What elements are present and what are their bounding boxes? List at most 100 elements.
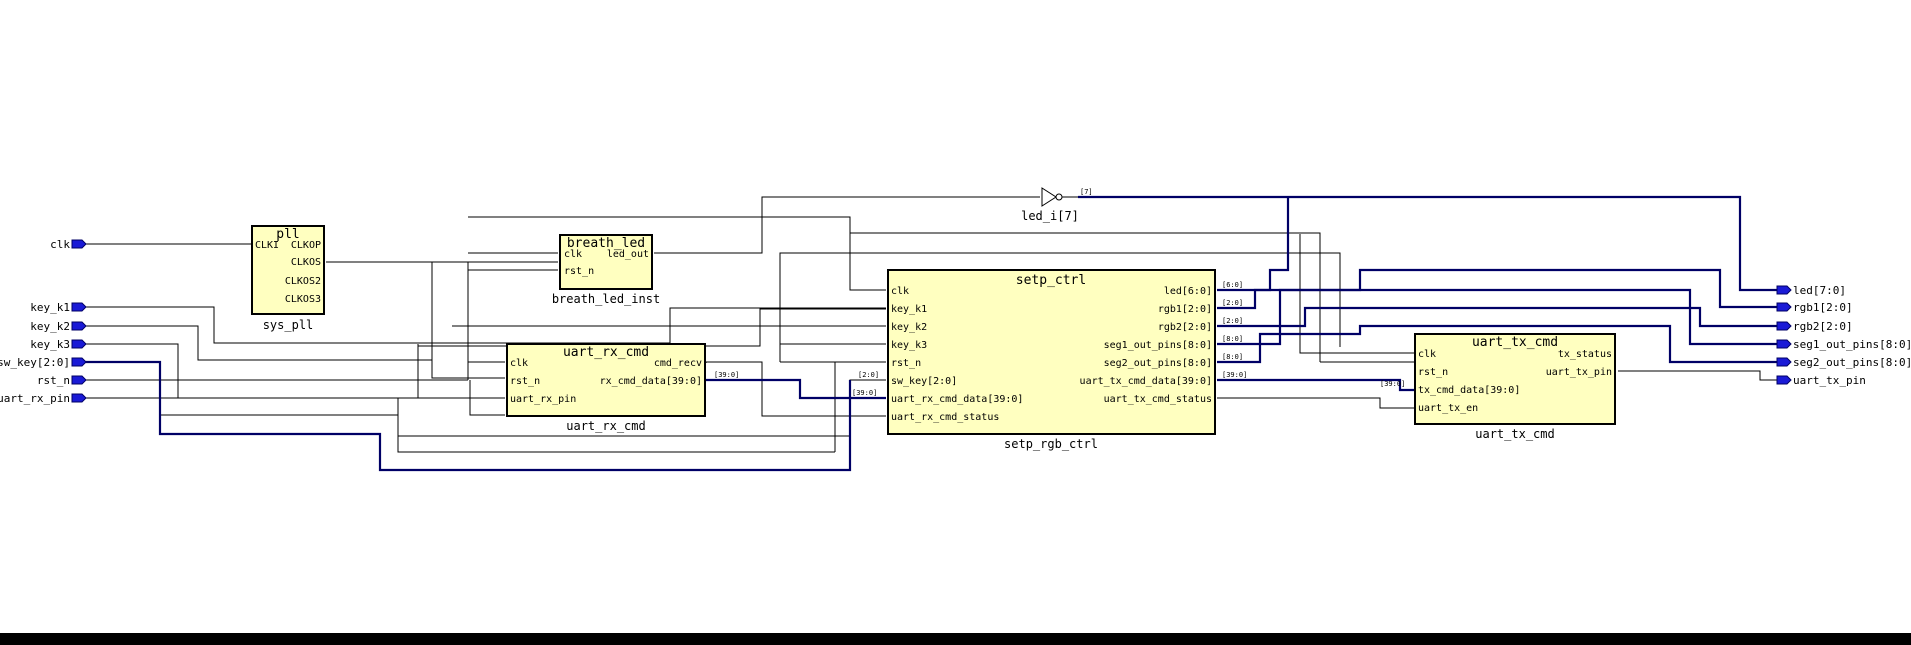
port-label: uart_rx_pin — [0, 392, 70, 405]
port-sw-key[interactable]: sw_key[2:0] — [0, 356, 87, 369]
io-port-icon — [1776, 339, 1792, 349]
bus-width-label: [2:0] — [1222, 317, 1243, 325]
io-port-icon — [71, 321, 87, 331]
io-port-icon — [1776, 321, 1792, 331]
port-label: rgb1[2:0] — [1793, 301, 1853, 314]
port-label: key_k1 — [30, 301, 70, 314]
pin-label: led[6:0] — [1164, 286, 1212, 297]
block-title: pll — [276, 227, 299, 242]
bus-width-label: [39:0] — [1380, 380, 1405, 388]
port-rgb2[interactable]: rgb2[2:0] — [1776, 320, 1853, 333]
pin-label: rst_n — [564, 266, 594, 277]
block-pll[interactable]: pll CLKI CLKOP CLKOS CLKOS2 CLKOS3 sys_p… — [251, 225, 325, 332]
pin-label: sw_key[2:0] — [891, 376, 957, 387]
inverter-bubble — [1055, 193, 1063, 201]
pin-label: key_k2 — [891, 322, 927, 333]
pin-label: tx_status — [1558, 349, 1612, 360]
port-seg1-out-pins[interactable]: seg1_out_pins[8:0] — [1776, 338, 1911, 351]
io-port-icon — [71, 357, 87, 367]
pin-label: uart_tx_cmd_status — [1104, 394, 1212, 405]
port-uart-tx-pin[interactable]: uart_tx_pin — [1776, 374, 1866, 387]
input-ports: clk key_k1 key_k2 key_k3 sw_key[2:0] rst… — [0, 238, 87, 405]
port-label: key_k2 — [30, 320, 70, 333]
output-ports: led[7:0] rgb1[2:0] rgb2[2:0] seg1_out_pi… — [1776, 284, 1911, 387]
instance-label: setp_rgb_ctrl — [1004, 437, 1098, 451]
io-port-icon — [71, 393, 87, 403]
block-setp-ctrl[interactable]: setp_ctrl clk key_k1 key_k2 key_k3 rst_n… — [887, 269, 1216, 451]
pin-label: key_k1 — [891, 304, 927, 315]
port-rgb1[interactable]: rgb1[2:0] — [1776, 301, 1853, 314]
io-port-icon — [1776, 302, 1792, 312]
pin-label: CLKOS3 — [285, 294, 321, 305]
inverter-led-i7[interactable]: led_i[7] [7] — [1021, 187, 1093, 223]
instance-label: breath_led_inst — [552, 292, 660, 306]
pin-label: CLKOS — [291, 257, 321, 268]
port-seg2-out-pins[interactable]: seg2_out_pins[8:0] — [1776, 356, 1911, 369]
io-port-icon — [71, 375, 87, 385]
io-port-icon — [1776, 357, 1792, 367]
bus-width-label: [2:0] — [858, 371, 879, 379]
io-port-icon — [1776, 285, 1792, 295]
pin-label: CLKOP — [291, 240, 321, 251]
port-label: rgb2[2:0] — [1793, 320, 1853, 333]
port-label: seg1_out_pins[8:0] — [1793, 338, 1911, 351]
bus-width-label: [39:0] — [1222, 371, 1247, 379]
port-label: clk — [50, 238, 70, 251]
pin-label: clk — [891, 286, 909, 297]
port-clk[interactable]: clk — [50, 238, 87, 251]
port-key-k3[interactable]: key_k3 — [30, 338, 87, 351]
port-label: rst_n — [37, 374, 70, 387]
block-uart-tx-cmd[interactable]: uart_tx_cmd clk rst_n tx_cmd_data[39:0] … — [1414, 333, 1616, 441]
bottom-bar — [0, 633, 1911, 645]
pin-label: rgb2[2:0] — [1158, 322, 1212, 333]
pin-label: rst_n — [510, 376, 540, 387]
io-port-icon — [71, 339, 87, 349]
pin-label: clk — [1418, 349, 1436, 360]
pin-label: uart_rx_cmd_data[39:0] — [891, 394, 1023, 405]
port-key-k1[interactable]: key_k1 — [30, 301, 87, 314]
buses — [84, 195, 1777, 472]
bus-width-label: [7] — [1080, 188, 1093, 196]
pin-label: CLKOS2 — [285, 276, 321, 287]
block-uart-rx-cmd[interactable]: uart_rx_cmd clk rst_n uart_rx_pin cmd_re… — [506, 343, 706, 433]
pin-label: uart_rx_cmd_status — [891, 412, 999, 423]
block-title: breath_led — [567, 236, 645, 251]
port-label: led[7:0] — [1793, 284, 1846, 297]
pin-label: clk — [564, 249, 582, 260]
pin-label: rgb1[2:0] — [1158, 304, 1212, 315]
pin-label: seg1_out_pins[8:0] — [1104, 340, 1212, 351]
pin-label: uart_tx_cmd_data[39:0] — [1080, 376, 1212, 387]
port-led[interactable]: led[7:0] — [1776, 284, 1846, 297]
io-port-icon — [71, 302, 87, 312]
bus-width-label: [39:0] — [714, 371, 739, 379]
instance-label: uart_tx_cmd — [1475, 427, 1554, 441]
port-label: seg2_out_pins[8:0] — [1793, 356, 1911, 369]
pin-label: cmd_recv — [654, 358, 702, 369]
pin-label: rst_n — [1418, 367, 1448, 378]
pin-label: uart_tx_pin — [1546, 367, 1612, 378]
inverter-icon — [1041, 187, 1057, 207]
port-rst-n[interactable]: rst_n — [37, 374, 87, 387]
io-port-icon — [71, 239, 87, 249]
pin-label: uart_tx_en — [1418, 403, 1478, 414]
instance-label: sys_pll — [263, 318, 314, 332]
pin-label: tx_cmd_data[39:0] — [1418, 385, 1520, 396]
io-port-icon — [1776, 375, 1792, 385]
pin-label: seg2_out_pins[8:0] — [1104, 358, 1212, 369]
instance-label: led_i[7] — [1021, 209, 1079, 223]
bus-width-label: [8:0] — [1222, 335, 1243, 343]
block-breath-led[interactable]: breath_led clk rst_n led_out breath_led_… — [552, 234, 660, 306]
bus-width-label: [6:0] — [1222, 281, 1243, 289]
port-label: uart_tx_pin — [1793, 374, 1866, 387]
pin-label: CLKI — [255, 240, 279, 251]
block-title: setp_ctrl — [1016, 273, 1086, 288]
bus-width-labels: [6:0] [2:0] [2:0] [8:0] [8:0] [39:0] [39… — [714, 281, 1405, 397]
pin-label: led_out — [607, 249, 649, 260]
instance-label: uart_rx_cmd — [566, 419, 645, 433]
port-key-k2[interactable]: key_k2 — [30, 320, 87, 333]
port-uart-rx-pin[interactable]: uart_rx_pin — [0, 392, 87, 405]
pin-label: uart_rx_pin — [510, 394, 576, 405]
bus-width-label: [39:0] — [852, 389, 877, 397]
block-title: uart_rx_cmd — [563, 345, 649, 360]
